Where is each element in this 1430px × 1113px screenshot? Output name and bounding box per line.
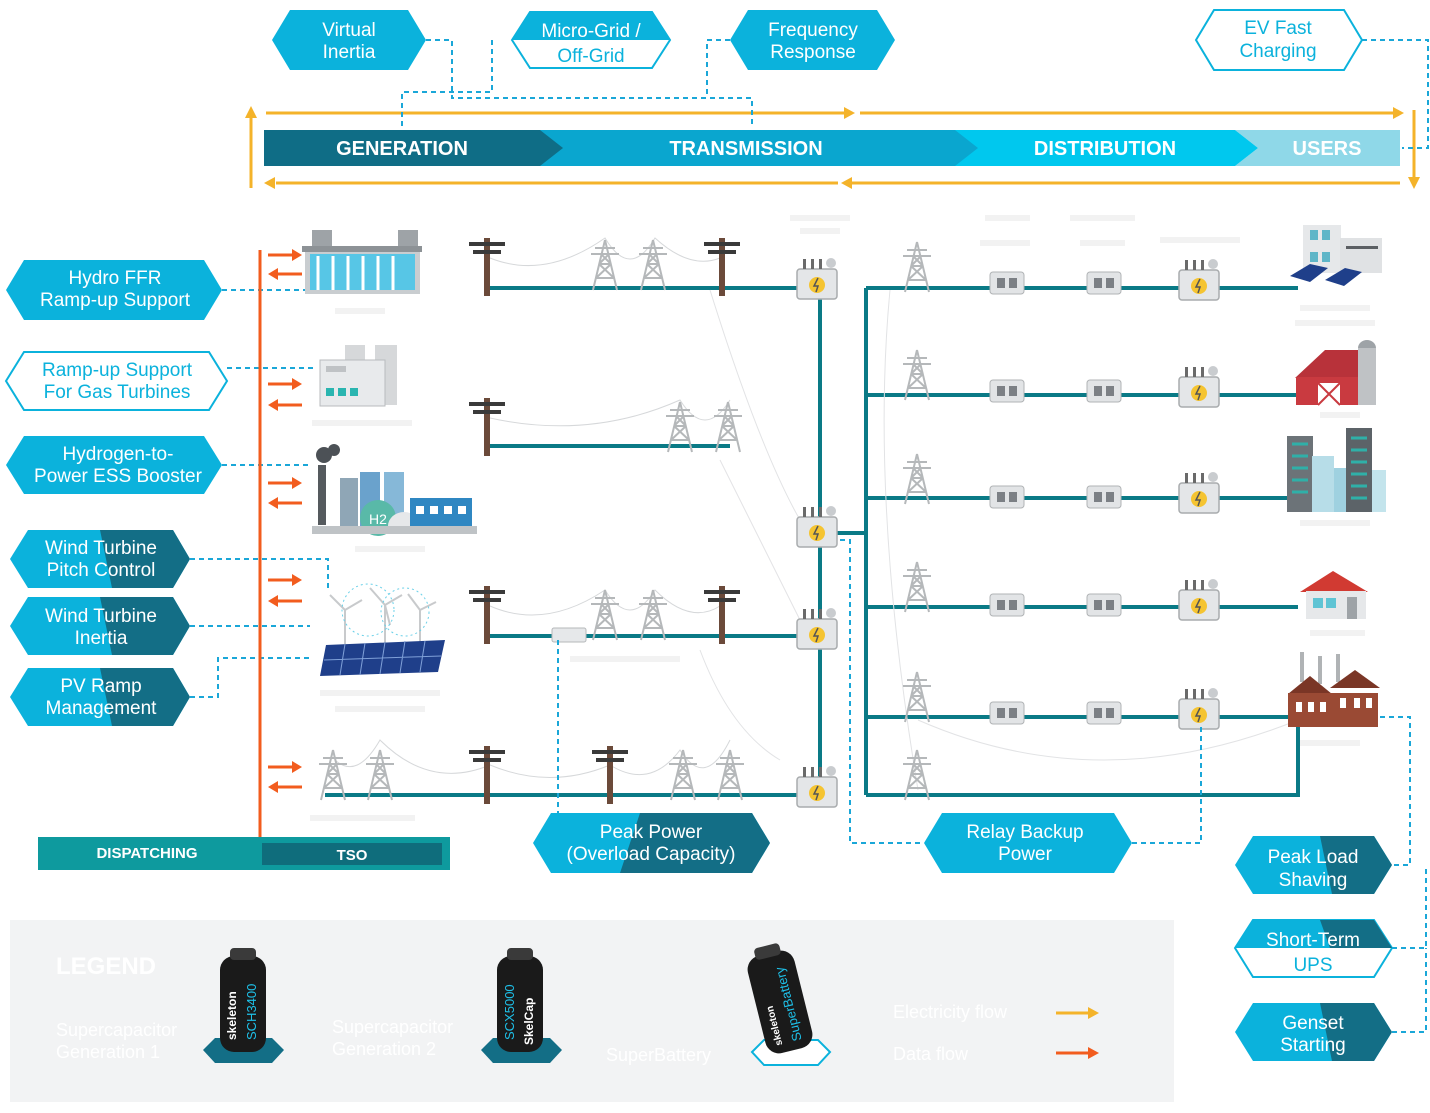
- hex-virtual-inertia[interactable]: Virtual Inertia: [272, 10, 426, 70]
- cell1-model: SCH3400: [244, 984, 259, 1040]
- legend-panel: LEGEND Supercapacitor Generation 1 Super…: [10, 920, 1174, 1102]
- hex-text: Hydrogen-to-: [63, 444, 174, 465]
- hex-text: Micro-Grid /: [541, 21, 641, 42]
- hex-text: Ramp-up Support: [42, 360, 193, 381]
- hex-text: Pitch Control: [47, 560, 156, 581]
- supercapacitor-gen1-icon: skeleton SCH3400: [203, 948, 284, 1063]
- legend-gen1-line2: Generation 1: [56, 1042, 160, 1062]
- storage-unit: [551, 627, 587, 643]
- wind-solar-farm: [320, 583, 445, 676]
- hex-text: Management: [46, 698, 158, 719]
- hex-text: Short-Term: [1266, 930, 1360, 951]
- barn: [1295, 340, 1376, 406]
- hex-pv-ramp[interactable]: PV Ramp Management: [10, 668, 190, 726]
- data-flow-arrow-icon: [1056, 1047, 1099, 1059]
- substations: [551, 257, 1220, 808]
- hex-peak-load[interactable]: Peak Load Shaving: [1235, 836, 1392, 894]
- hex-text: Inertia: [323, 42, 376, 63]
- cell2-brand: SkelCap: [522, 998, 536, 1045]
- hex-text: Inertia: [75, 628, 128, 649]
- hex-gas-turbines[interactable]: Ramp-up Support For Gas Turbines: [4, 351, 229, 411]
- superbattery-icon: skeleton SuperBattery: [747, 943, 832, 1066]
- hex-text: Charging: [1239, 41, 1316, 62]
- stage-generation: GENERATION: [336, 138, 468, 160]
- hex-text: For Gas Turbines: [44, 382, 191, 403]
- legend-gen2-line1: Supercapacitor: [332, 1017, 453, 1037]
- stage-transmission: TRANSMISSION: [669, 138, 822, 160]
- hex-text: PV Ramp: [60, 676, 141, 697]
- hydrogen-plant: H2: [312, 444, 477, 536]
- legend-superbattery: SuperBattery: [606, 1045, 711, 1065]
- legend-title: LEGEND: [56, 953, 156, 980]
- hex-text: Hydro FFR: [69, 268, 162, 289]
- gas-turbine-plant: [319, 345, 397, 407]
- hex-text: Wind Turbine: [45, 538, 157, 559]
- cell2-model: SCX5000: [502, 984, 517, 1040]
- hex-text: UPS: [1293, 955, 1332, 976]
- data-connectors: [190, 39, 1429, 1033]
- faint-labels: [310, 215, 1375, 821]
- hex-peak-power[interactable]: Peak Power (Overload Capacity): [533, 813, 770, 873]
- hex-text: Response: [770, 42, 856, 63]
- utility-poles: [469, 238, 740, 804]
- cell1-brand: skeleton: [225, 991, 239, 1040]
- hex-relay-backup[interactable]: Relay Backup Power: [924, 813, 1132, 873]
- legend-data-flow: Data flow: [893, 1044, 969, 1064]
- hex-text: Shaving: [1279, 870, 1348, 891]
- hex-frequency-response[interactable]: Frequency Response: [730, 10, 895, 70]
- factory: [1288, 652, 1380, 727]
- dispatch-line: [258, 249, 302, 838]
- legend-electricity-flow: Electricity flow: [893, 1002, 1008, 1022]
- hex-text: Peak Load: [1268, 847, 1359, 868]
- hex-micro-grid[interactable]: Micro-Grid / Off-Grid: [510, 11, 672, 69]
- tso-label: TSO: [337, 847, 368, 864]
- hex-ev-fast-charging[interactable]: EV Fast Charging: [1194, 9, 1364, 71]
- hex-text: Frequency: [768, 20, 858, 41]
- value-chain-bar: GENERATION TRANSMISSION DISTRIBUTION USE…: [264, 130, 1400, 166]
- hex-text: (Overload Capacity): [567, 844, 736, 865]
- house: [1300, 571, 1368, 619]
- office-building: [1290, 225, 1382, 286]
- electricity-flow-arrow-icon: [1056, 1007, 1099, 1019]
- legend-gen2-line2: Generation 2: [332, 1039, 436, 1059]
- electricity-flow-arrows: [245, 106, 1420, 189]
- legend-gen1-line1: Supercapacitor: [56, 1020, 177, 1040]
- hex-text: Genset: [1282, 1013, 1344, 1034]
- hex-text: EV Fast: [1244, 18, 1312, 39]
- stage-distribution: DISTRIBUTION: [1034, 138, 1176, 160]
- supercapacitor-gen2-icon: SCX5000 SkelCap: [481, 948, 562, 1063]
- hydro-dam: [302, 230, 422, 294]
- city-buildings: [1287, 428, 1386, 512]
- hex-text: Relay Backup: [966, 822, 1083, 843]
- stage-users: USERS: [1293, 138, 1362, 160]
- hex-text: Starting: [1280, 1035, 1345, 1056]
- dispatching-bar: DISPATCHING TSO: [38, 837, 450, 870]
- dispatching-label: DISPATCHING: [96, 845, 197, 862]
- hex-text: Ramp-up Support: [40, 290, 191, 311]
- hex-text: Wind Turbine: [45, 606, 157, 627]
- hex-genset[interactable]: Genset Starting: [1235, 1003, 1392, 1061]
- h2-label: H2: [369, 511, 387, 527]
- hex-short-term-ups[interactable]: Short-Term UPS: [1233, 919, 1394, 978]
- hex-text: Peak Power: [600, 822, 703, 843]
- hex-text: Virtual: [322, 20, 376, 41]
- hex-wind-inertia[interactable]: Wind Turbine Inertia: [10, 597, 190, 655]
- hex-text: Power ESS Booster: [34, 466, 203, 487]
- hex-hydro-ffr[interactable]: Hydro FFR Ramp-up Support: [6, 260, 222, 320]
- hex-wind-pitch[interactable]: Wind Turbine Pitch Control: [10, 530, 190, 588]
- hex-text: Power: [998, 844, 1053, 865]
- hex-text: Off-Grid: [557, 46, 624, 67]
- hex-hydrogen[interactable]: Hydrogen-to- Power ESS Booster: [6, 436, 222, 494]
